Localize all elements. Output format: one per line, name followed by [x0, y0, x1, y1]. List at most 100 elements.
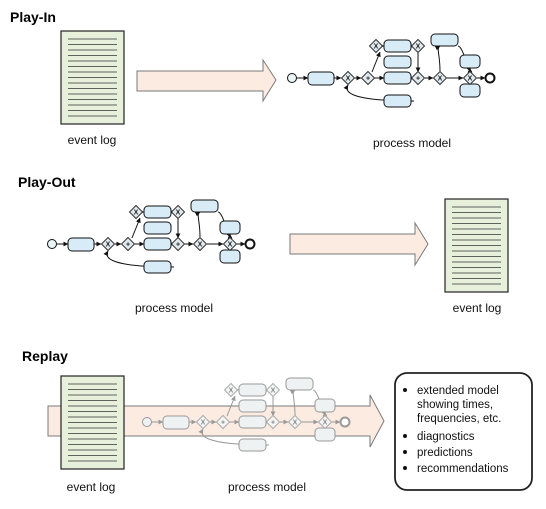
section-title-play-out: Play-Out	[18, 174, 76, 190]
activity-box	[219, 249, 241, 264]
flow-arrow	[226, 395, 236, 417]
section-title-play-in: Play-In	[10, 9, 56, 25]
xor-gateway	[287, 414, 303, 430]
activity-box	[430, 33, 459, 47]
xor-gateway	[100, 236, 116, 252]
section-title-replay: Replay	[22, 348, 68, 364]
activity-box	[285, 377, 314, 391]
gateway-symbol: +	[366, 76, 370, 83]
activity-box	[190, 199, 219, 213]
start-event	[142, 417, 152, 427]
and-gateway	[170, 236, 186, 252]
gateway-symbol: X	[468, 76, 473, 83]
replay-results-list: extended model showing times, frequencie…	[403, 385, 509, 475]
process-model: X + X X + X X	[142, 377, 351, 452]
activity-box	[143, 260, 172, 274]
gateway-symbol: +	[271, 420, 275, 427]
result-item: diagnostics	[417, 431, 475, 443]
gateway-symbol: X	[323, 420, 328, 427]
xor-gateway	[222, 236, 238, 252]
xor-gateway	[195, 414, 211, 430]
flow-arrow	[194, 211, 201, 238]
activity-box	[459, 83, 481, 98]
activity-box	[143, 221, 172, 235]
process-model: X + X X + X X	[287, 33, 496, 108]
flow-arrow	[131, 217, 141, 239]
flow-arrow	[371, 51, 381, 73]
gateway-symbol: X	[346, 76, 351, 83]
result-item: predictions	[417, 447, 473, 459]
bullet	[403, 388, 407, 392]
gateway-symbol: X	[198, 242, 203, 249]
activity-box	[383, 71, 412, 85]
gateway-symbol: X	[374, 44, 379, 51]
gateway-symbol: X	[106, 242, 111, 249]
gateway-symbol: +	[416, 76, 420, 83]
end-event	[484, 72, 496, 84]
and-gateway	[410, 70, 426, 86]
activity-box	[67, 237, 95, 252]
activity-box	[238, 438, 267, 452]
flow-arrow	[434, 45, 441, 72]
xor-gateway	[170, 204, 186, 220]
activity-box	[238, 415, 267, 429]
result-item: extended model	[417, 385, 499, 397]
gateway-symbol: +	[176, 242, 180, 249]
gateway-symbol: X	[438, 76, 443, 83]
activity-box	[143, 205, 172, 219]
event-log-document	[60, 30, 125, 125]
event-log-caption: event log	[67, 480, 116, 494]
activity-box	[219, 220, 241, 235]
replay-results-box	[394, 372, 533, 491]
xor-gateway	[223, 382, 239, 398]
and-gateway	[360, 70, 376, 86]
bullet	[403, 434, 407, 438]
process-model-caption: process model	[135, 301, 213, 315]
xor-gateway	[432, 70, 448, 86]
end-event	[244, 238, 256, 250]
result-item: recommendations	[417, 463, 509, 475]
gateway-symbol: X	[176, 210, 181, 217]
event-log-document	[60, 375, 125, 470]
result-item-cont: frequencies, etc.	[417, 413, 501, 425]
xor-gateway	[410, 38, 426, 54]
end-event	[339, 416, 351, 428]
event-log-document	[444, 198, 509, 293]
activity-box	[307, 71, 335, 86]
process-model-caption: process model	[373, 136, 451, 150]
bullet	[403, 450, 407, 454]
gateway-symbol: X	[416, 44, 421, 51]
gateway-symbol: X	[201, 420, 206, 427]
xor-gateway	[192, 236, 208, 252]
activity-box	[162, 415, 190, 430]
and-gateway	[120, 236, 136, 252]
play-out-arrow	[289, 221, 429, 267]
gateway-symbol: +	[221, 420, 225, 427]
gateway-symbol: X	[134, 210, 139, 217]
start-event	[47, 239, 57, 249]
activity-box	[383, 39, 412, 53]
gateway-symbol: X	[271, 388, 276, 395]
event-log-caption: event log	[453, 301, 502, 315]
and-gateway	[265, 414, 281, 430]
xor-gateway	[368, 38, 384, 54]
activity-box	[238, 383, 267, 397]
activity-box	[143, 237, 172, 251]
activity-box	[238, 399, 267, 413]
flow-arrow	[289, 389, 296, 416]
activity-box	[314, 398, 336, 413]
xor-gateway	[265, 382, 281, 398]
activity-box	[383, 94, 412, 108]
gateway-symbol: X	[229, 388, 234, 395]
bullet	[403, 466, 407, 470]
result-item-cont: showing times,	[417, 399, 493, 411]
activity-box	[314, 427, 336, 442]
gateway-symbol: X	[293, 420, 298, 427]
process-model-caption: process model	[228, 480, 306, 494]
event-log-caption: event log	[68, 133, 117, 147]
xor-gateway	[340, 70, 356, 86]
gateway-symbol: +	[126, 242, 130, 249]
activity-box	[459, 54, 481, 69]
and-gateway	[215, 414, 231, 430]
